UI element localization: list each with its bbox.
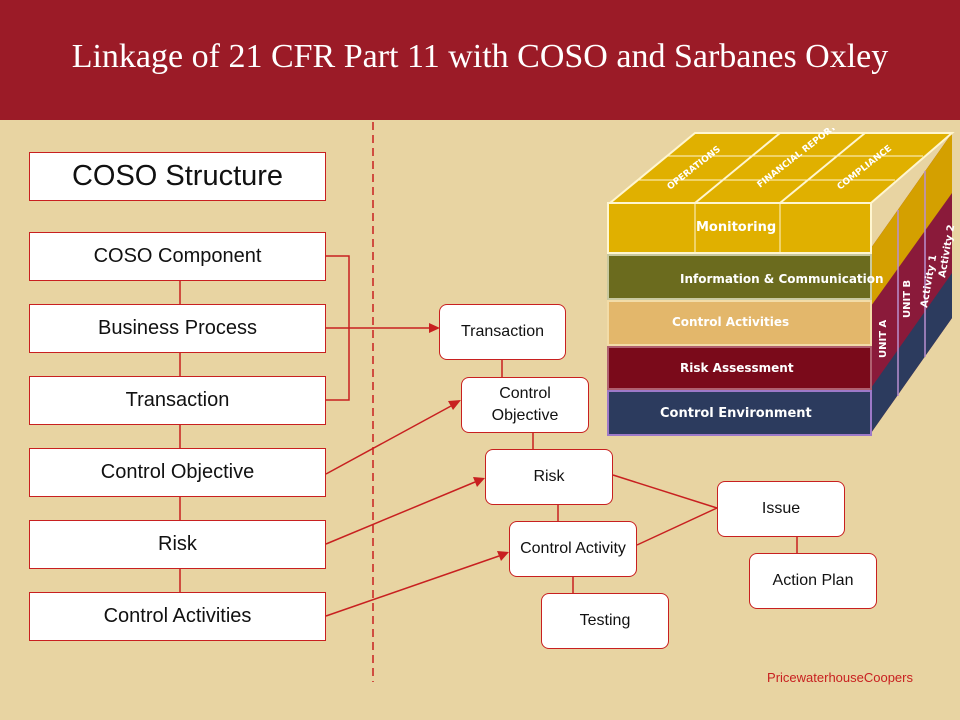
- risk-node: Risk: [485, 449, 613, 505]
- arrow-to-control-objective: [325, 405, 452, 475]
- control-activity-node: Control Activity: [509, 521, 637, 577]
- risk-to-issue: [612, 474, 718, 509]
- cube-side-monitoring: [871, 133, 952, 306]
- side-label-unit-b: UNIT B: [902, 280, 913, 318]
- layer-label-control-environment: Control Environment: [660, 406, 812, 421]
- layer-information: [607, 254, 872, 300]
- layer-risk-assessment: [607, 346, 872, 390]
- layer-control-environment: [607, 390, 872, 436]
- arrowhead: [473, 477, 485, 487]
- business-process-box: Business Process: [29, 304, 326, 353]
- company-credit: PricewaterhouseCoopers: [767, 670, 913, 685]
- arrowhead: [429, 323, 440, 333]
- page-title: Linkage of 21 CFR Part 11 with COSO and …: [71, 38, 889, 75]
- testing-node: Testing: [541, 593, 669, 649]
- layer-label-information: Information & Communication: [680, 272, 884, 286]
- arrow-to-control-activity: [325, 555, 500, 617]
- coso-structure-header: COSO Structure: [29, 152, 326, 201]
- layer-label-risk-assessment: Risk Assessment: [680, 361, 794, 375]
- transaction-node: Transaction: [439, 304, 566, 360]
- control-objective-box: Control Objective: [29, 448, 326, 497]
- arrow-to-risk: [325, 481, 476, 545]
- control-objective-node: Control Objective: [461, 377, 589, 433]
- title-bar: Linkage of 21 CFR Part 11 with COSO and …: [0, 0, 960, 120]
- layer-label-control-activities: Control Activities: [672, 315, 789, 329]
- control-activities-box: Control Activities: [29, 592, 326, 641]
- issue-node: Issue: [717, 481, 845, 537]
- risk-box: Risk: [29, 520, 326, 569]
- coso-cube: OPERATIONS FINANCIAL REPORTING COMPLIANC…: [607, 128, 957, 436]
- arrowhead: [448, 400, 461, 410]
- cube-side-env: [871, 273, 952, 433]
- transaction-box: Transaction: [29, 376, 326, 425]
- action-plan-node: Action Plan: [749, 553, 877, 609]
- arrowhead: [497, 551, 509, 561]
- control-activity-to-issue: [636, 507, 718, 546]
- layer-monitoring: [607, 202, 872, 254]
- layer-label-monitoring: Monitoring: [696, 220, 776, 235]
- coso-component-box: COSO Component: [29, 232, 326, 281]
- side-label-unit-a: UNIT A: [878, 319, 889, 358]
- layer-control-activities: [607, 300, 872, 346]
